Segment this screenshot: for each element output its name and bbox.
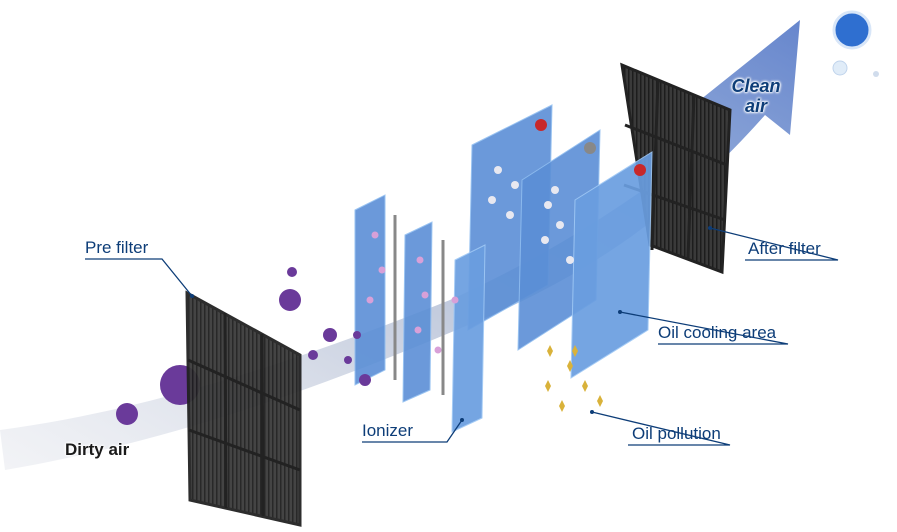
bubbles <box>832 10 879 77</box>
dirty-air-label: Dirty air <box>65 440 130 459</box>
pre-filter-label: Pre filter <box>85 238 149 257</box>
clean-air-line2: air <box>744 96 768 116</box>
ionizer-plates <box>354 194 486 433</box>
air-stream <box>0 20 800 470</box>
collector-plates <box>467 104 653 379</box>
oil-pollution-label: Oil pollution <box>632 424 721 443</box>
clean-air-line1: Clean <box>731 76 781 96</box>
oil-droplets <box>545 345 603 412</box>
ionizer-label: Ionizer <box>362 421 414 440</box>
after-filter-label: After filter <box>748 239 821 258</box>
leader-lines <box>85 227 839 446</box>
oil-cooling-area-label: Oil cooling area <box>658 323 777 342</box>
pre-filter-panel <box>185 290 302 527</box>
clean-air-label: Clean air <box>725 76 787 116</box>
